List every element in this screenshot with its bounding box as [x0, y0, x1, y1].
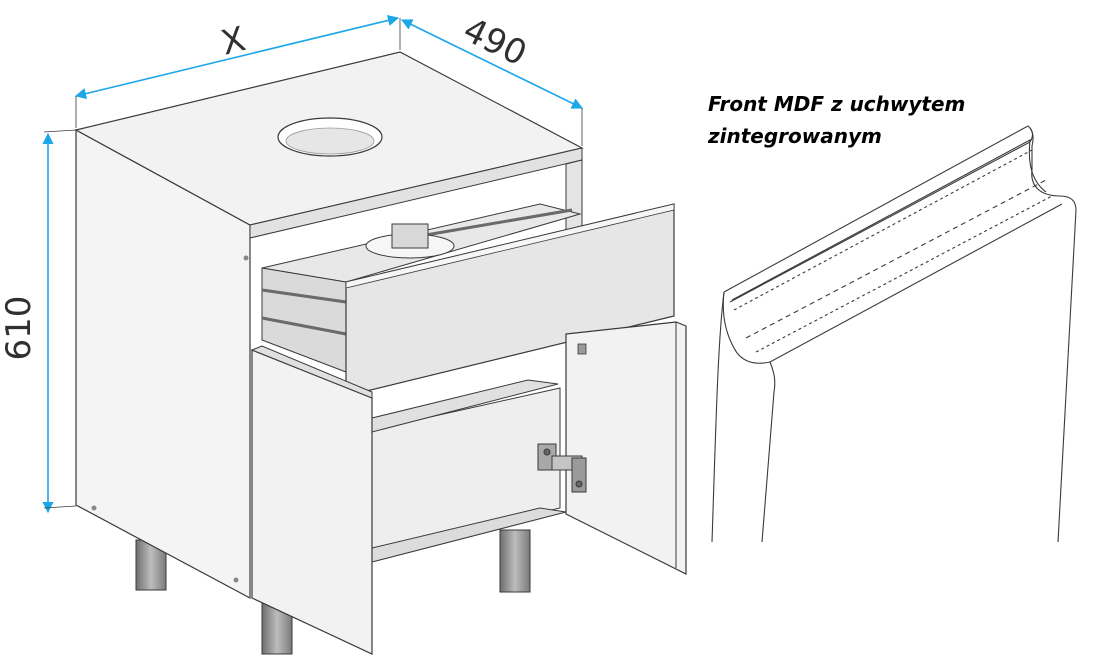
door-left-edge [250, 345, 373, 399]
dimension-width-label: X [217, 19, 249, 63]
caption-line-2: zintegrowanym [708, 124, 882, 148]
drawer [261, 203, 675, 397]
profile-groove [722, 203, 1063, 364]
side-screw [233, 577, 239, 583]
drawer-front-top-edge [345, 203, 675, 289]
drawer-runner [261, 316, 347, 336]
profile-front-face [761, 361, 776, 543]
mdf-front-profile [711, 125, 1077, 543]
caption-line-1: Front MDF z uchwytem [708, 92, 966, 116]
profile-hidden-line [733, 149, 1033, 311]
profile-back-edge [1029, 127, 1077, 543]
drawer-runner-back [419, 208, 573, 238]
side-screw [91, 505, 97, 511]
siphon-pipe [391, 223, 429, 249]
dimension-width-line [74, 14, 400, 100]
side-screw [243, 255, 249, 261]
leg-back-right [499, 529, 531, 593]
dimension-height-label: 610 [0, 296, 39, 361]
door-hinge [537, 443, 587, 493]
door-hinge-plate [577, 343, 587, 355]
door-right [565, 321, 687, 575]
basin-hole-inner [285, 127, 375, 155]
drawer-runner [261, 288, 347, 304]
profile-hidden-line [755, 195, 1053, 353]
profile-hidden-line [745, 179, 1047, 339]
profile-left-edge [711, 291, 725, 543]
profile-top-lip [723, 125, 1033, 303]
profile-groove-inner [731, 139, 1047, 301]
dimension-depth-line [400, 19, 584, 109]
front-caption: Front MDF z uchwytem zintegrowanym [708, 88, 1088, 152]
